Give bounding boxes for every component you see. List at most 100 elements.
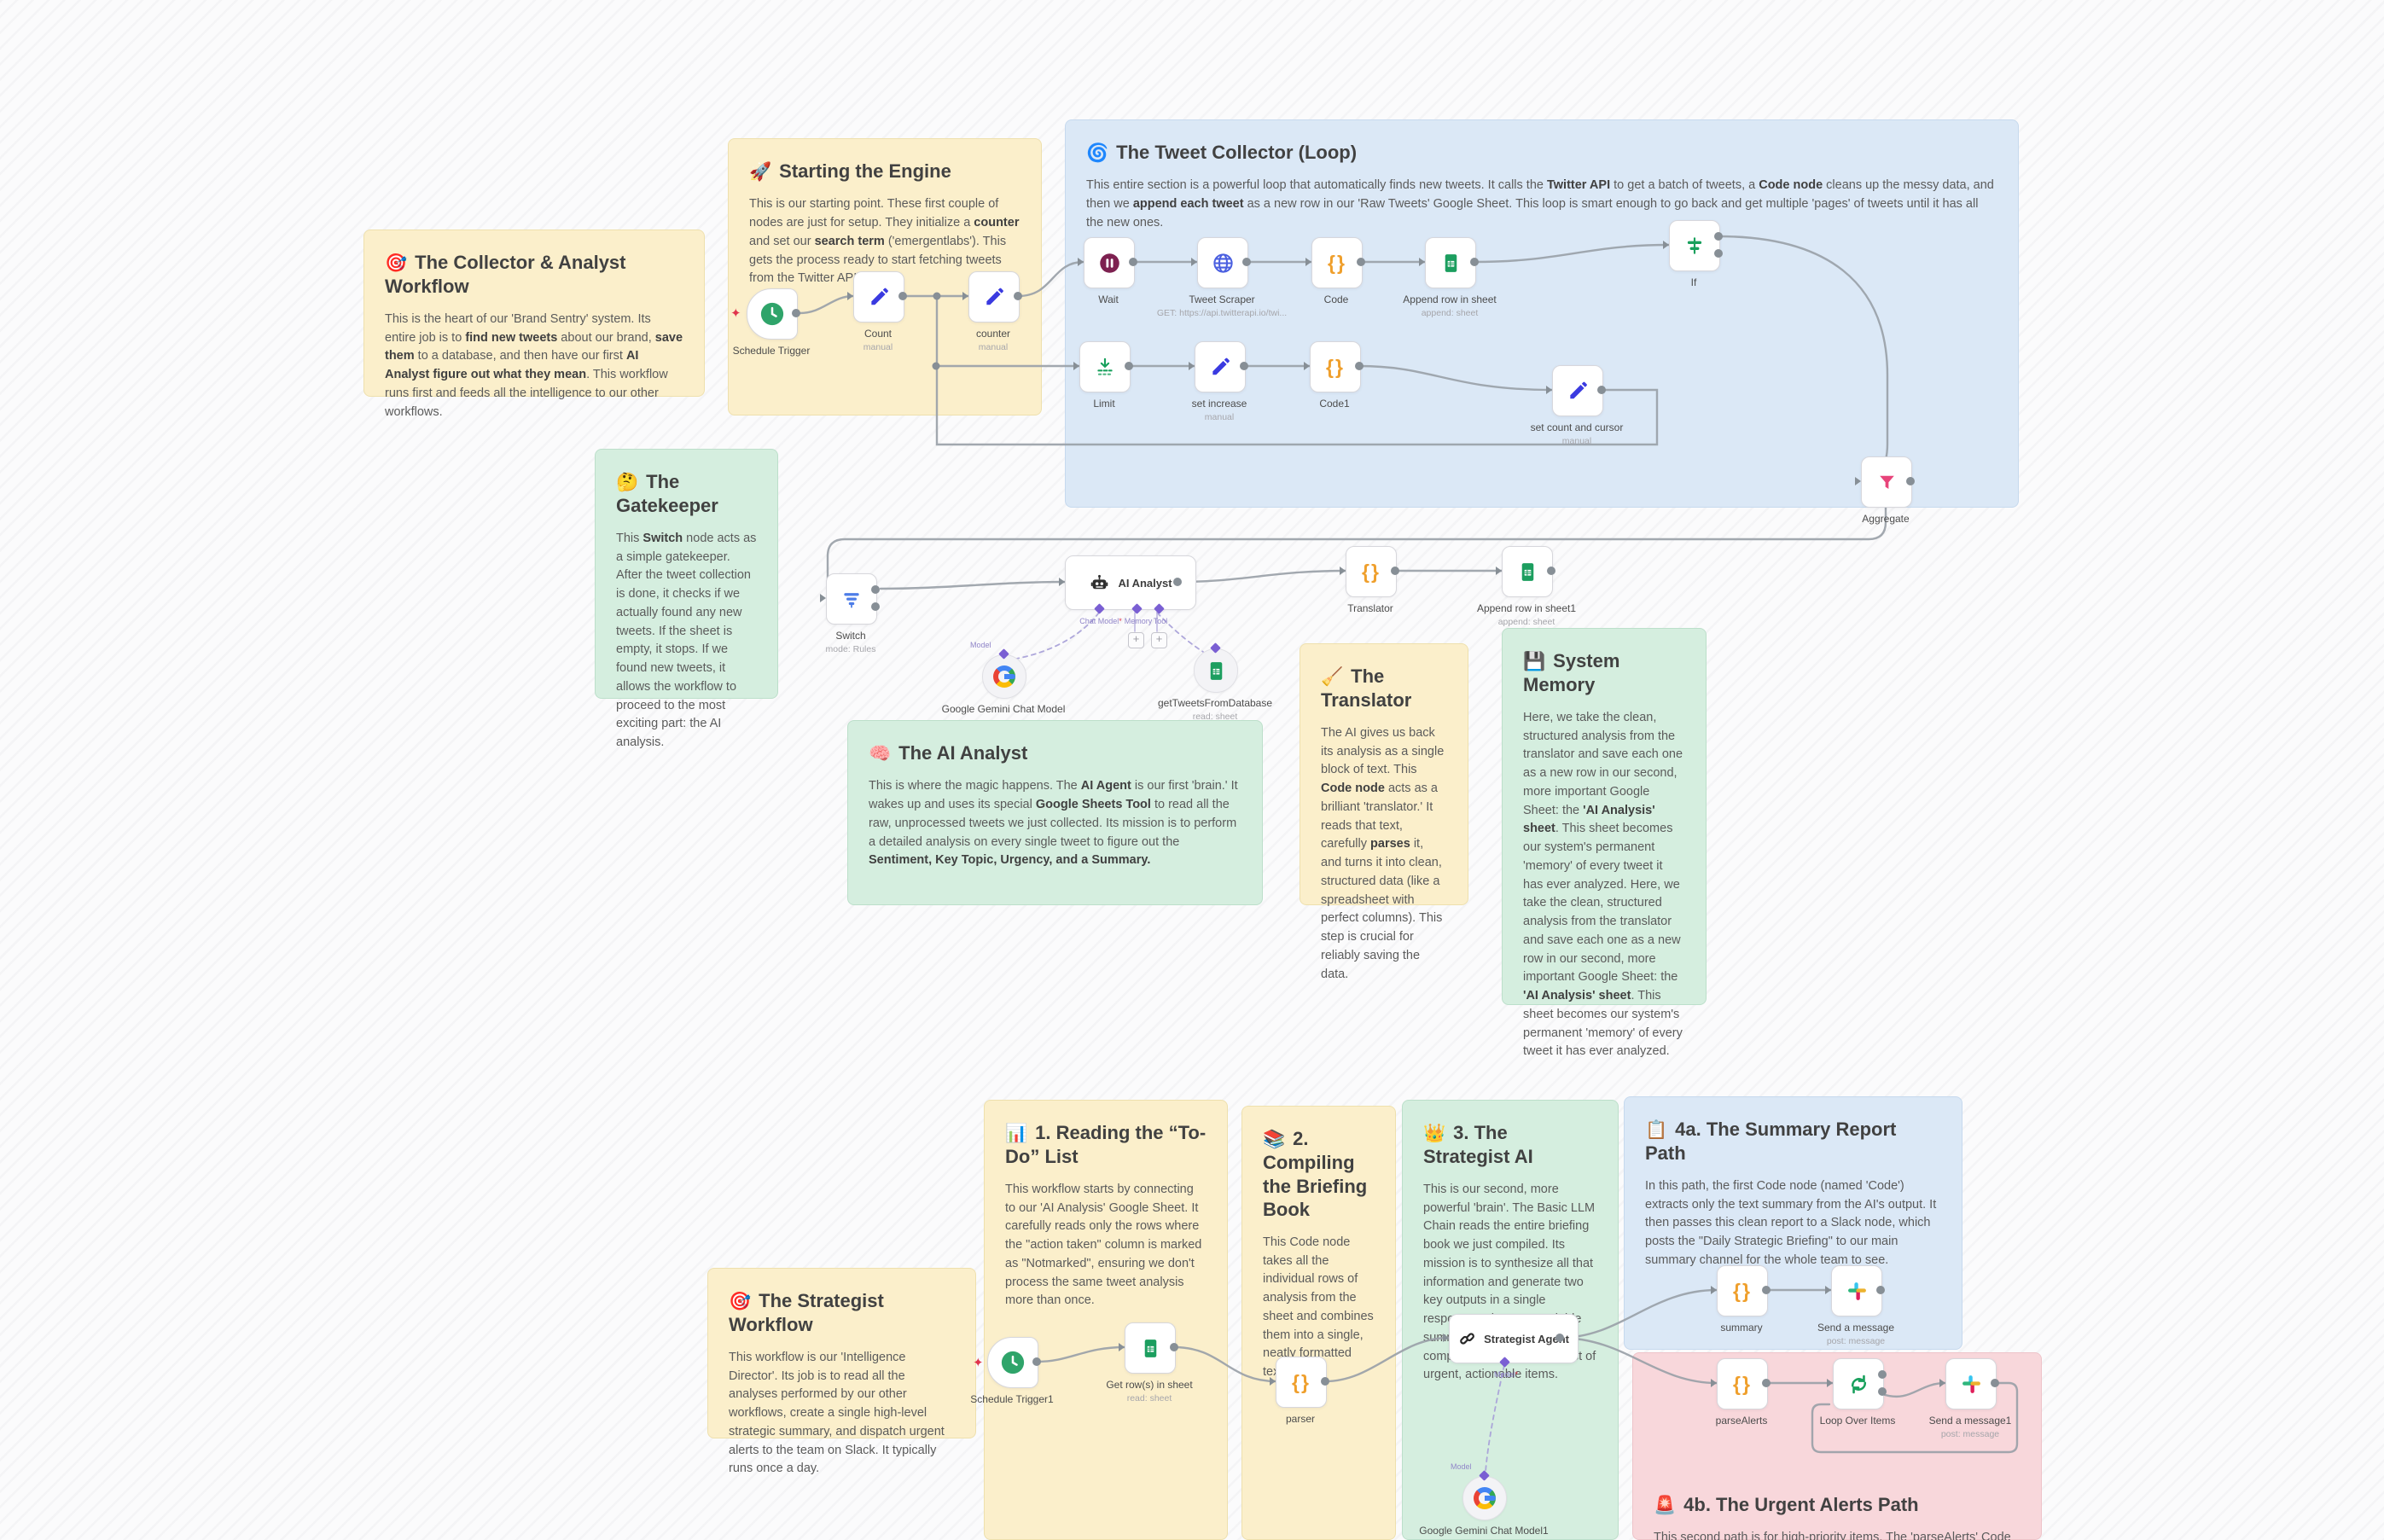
connector-slot-plus-icon[interactable]: + xyxy=(1128,632,1144,648)
output-port[interactable] xyxy=(1170,1343,1178,1351)
output-port[interactable] xyxy=(1357,258,1365,266)
output-port[interactable] xyxy=(1355,362,1364,370)
node-send_msg[interactable] xyxy=(1831,1265,1882,1316)
output-port[interactable] xyxy=(1173,578,1182,586)
node-limit[interactable] xyxy=(1079,341,1131,392)
output-port[interactable] xyxy=(1878,1386,1887,1396)
node-if[interactable] xyxy=(1669,220,1720,271)
node-aggregate[interactable] xyxy=(1861,456,1912,508)
connection-edge xyxy=(879,580,1067,590)
output-port[interactable] xyxy=(1321,1377,1329,1386)
output-port[interactable] xyxy=(898,292,907,300)
node-subtitle: GET: https://api.twitterapi.io/twi... xyxy=(1156,308,1288,318)
node-append_row1[interactable] xyxy=(1502,546,1553,597)
node-subtitle: mode: Rules xyxy=(825,644,876,654)
node-wait[interactable] xyxy=(1084,237,1135,288)
connector-slot-plus-icon[interactable]: + xyxy=(1151,632,1167,648)
robot-icon xyxy=(1091,574,1108,589)
output-port[interactable] xyxy=(1878,1370,1887,1380)
output-port[interactable] xyxy=(1555,1334,1564,1342)
output-port[interactable] xyxy=(871,585,880,595)
input-port xyxy=(1711,1286,1717,1294)
node-tweet_scraper[interactable] xyxy=(1197,237,1248,288)
node-set_count[interactable] xyxy=(1552,365,1603,416)
code-icon: {} xyxy=(1326,355,1345,378)
output-port[interactable] xyxy=(1032,1357,1041,1366)
node-title: Get row(s) in sheet xyxy=(1106,1379,1193,1391)
node-append_row[interactable] xyxy=(1425,237,1476,288)
output-port[interactable] xyxy=(1240,362,1248,370)
connection-edge xyxy=(1558,1336,1718,1385)
output-port[interactable] xyxy=(871,601,880,611)
output-port[interactable] xyxy=(1906,477,1915,485)
note-title: 📊1. Reading the “To-Do” List xyxy=(1005,1121,1207,1169)
connector-label: Model xyxy=(1451,1462,1472,1471)
connection-edge xyxy=(1323,1336,1451,1383)
node-summary[interactable]: {} xyxy=(1717,1265,1768,1316)
node-title: If xyxy=(1690,276,1697,288)
output-port[interactable] xyxy=(1125,362,1133,370)
note-title-text: The Gatekeeper xyxy=(616,471,718,517)
note-title-text: 3. The Strategist AI xyxy=(1423,1122,1533,1168)
node-title: Schedule Trigger xyxy=(732,345,811,357)
node-count[interactable] xyxy=(853,271,904,323)
node-parser[interactable]: {} xyxy=(1276,1357,1327,1408)
note-title-text: The AI Analyst xyxy=(898,742,1028,764)
node-schedule_trigger[interactable] xyxy=(747,288,798,340)
code-icon: {} xyxy=(1733,1279,1752,1302)
output-port[interactable] xyxy=(1391,567,1399,575)
sticky-note-loop[interactable]: 🌀The Tweet Collector (Loop)This entire s… xyxy=(1065,119,2019,508)
node-parse_alerts[interactable]: {} xyxy=(1717,1358,1768,1409)
output-port[interactable] xyxy=(1762,1379,1771,1387)
loop-icon xyxy=(1851,1374,1866,1393)
output-port[interactable] xyxy=(1470,258,1479,266)
output-port[interactable] xyxy=(1547,567,1555,575)
output-port[interactable] xyxy=(1762,1286,1771,1294)
sheet-icon xyxy=(1210,661,1222,680)
node-subtitle: manual xyxy=(1561,436,1592,446)
note-title-text: The Tweet Collector (Loop) xyxy=(1116,142,1358,163)
output-port[interactable] xyxy=(1714,248,1723,258)
node-code1[interactable]: {} xyxy=(1310,341,1361,392)
output-port[interactable] xyxy=(1991,1379,1999,1387)
output-port[interactable] xyxy=(1714,232,1723,241)
node-loop_items[interactable] xyxy=(1833,1358,1884,1409)
node-sheets_tool[interactable] xyxy=(1194,648,1238,693)
output-port[interactable] xyxy=(1242,258,1251,266)
node-translator_node[interactable]: {} xyxy=(1346,546,1397,597)
node-subtitle: post: message xyxy=(1826,1336,1886,1346)
node-switch[interactable] xyxy=(826,573,877,625)
node-code[interactable]: {} xyxy=(1311,237,1363,288)
note-title: 🤔The Gatekeeper xyxy=(616,470,757,518)
output-port[interactable] xyxy=(1597,386,1606,394)
note-title-text: The Strategist Workflow xyxy=(729,1290,884,1336)
output-port[interactable] xyxy=(792,309,800,317)
node-counter[interactable] xyxy=(968,271,1020,323)
code-icon: {} xyxy=(1733,1372,1752,1395)
node-gemini1[interactable] xyxy=(1462,1476,1507,1520)
output-port[interactable] xyxy=(1129,258,1137,266)
output-port[interactable] xyxy=(1014,292,1022,300)
node-get_rows[interactable] xyxy=(1125,1322,1176,1374)
node-schedule_trigger1[interactable] xyxy=(987,1337,1038,1388)
node-gemini[interactable] xyxy=(982,654,1026,699)
node-set_increase[interactable] xyxy=(1195,341,1246,392)
glogo-icon xyxy=(1474,1487,1496,1509)
node-subtitle: manual xyxy=(978,342,1009,352)
node-send_msg1[interactable] xyxy=(1945,1358,1997,1409)
output-port[interactable] xyxy=(1876,1286,1885,1294)
node-title: Google Gemini Chat Model xyxy=(941,703,1066,715)
node-subtitle: manual xyxy=(1204,412,1235,422)
